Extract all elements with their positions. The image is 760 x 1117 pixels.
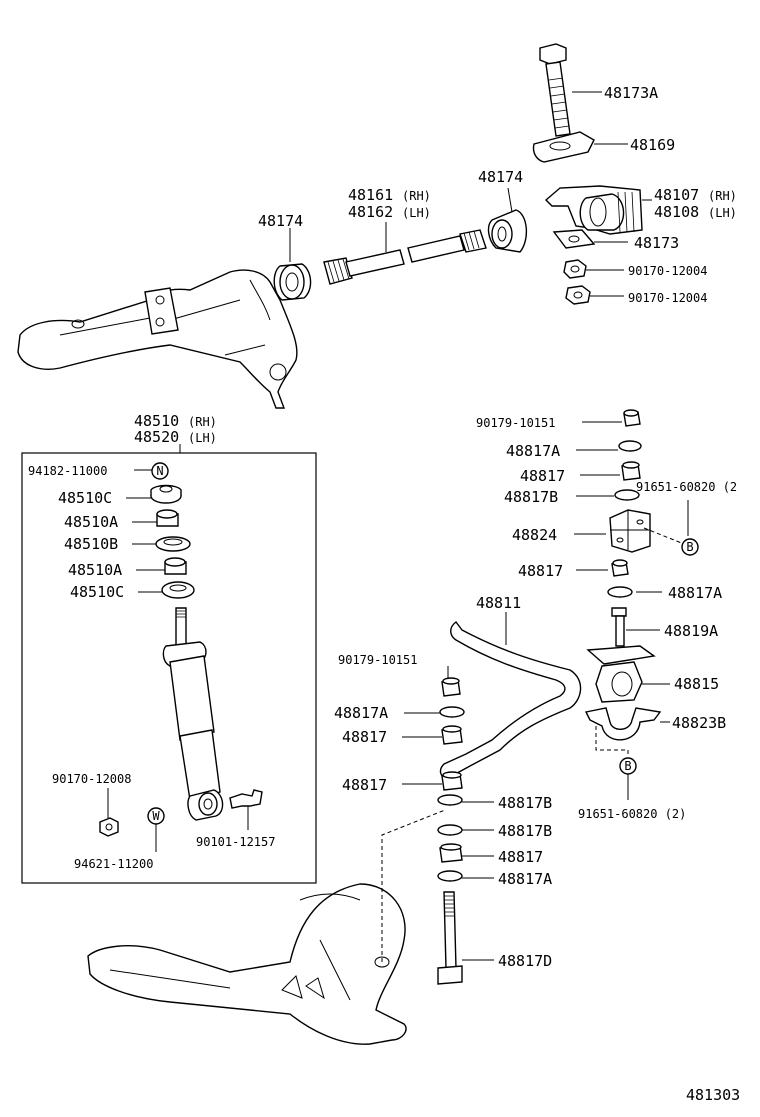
label-48174-right: 48174 xyxy=(478,168,523,186)
label-48510C-b: 48510C xyxy=(70,583,124,601)
label-48824: 48824 xyxy=(512,526,557,544)
cam-48169 xyxy=(532,131,628,163)
callout-labels: 48173A 48169 48174 48107 (RH) 48108 (LH)… xyxy=(28,84,740,1104)
label-48817-a: 48817 xyxy=(520,467,565,485)
label-91651-60820-b: 91651-60820 (2) xyxy=(578,807,686,821)
label-94182-11000: 94182-11000 xyxy=(28,464,107,478)
label-48817-d: 48817 xyxy=(342,776,387,794)
label-48174-left: 48174 xyxy=(258,212,303,230)
plate-48173 xyxy=(552,229,628,249)
label-48161: 48161 xyxy=(348,186,393,204)
bracket-48107 xyxy=(544,185,652,235)
shock-absorber-group-box xyxy=(21,452,317,884)
label-48817D: 48817D xyxy=(498,952,552,970)
label-48815: 48815 xyxy=(674,675,719,693)
label-90179-10151-a: 90179-10151 xyxy=(476,416,555,430)
label-48162: 48162 xyxy=(348,203,393,221)
upper-control-arm xyxy=(17,269,298,409)
label-90170-12004-b: 90170-12004 xyxy=(628,291,707,305)
label-48817B-c: 48817B xyxy=(498,822,552,840)
label-48811: 48811 xyxy=(476,594,521,612)
label-48823B: 48823B xyxy=(672,714,726,732)
label-48817A-c: 48817A xyxy=(334,704,388,722)
label-48520-side: (LH) xyxy=(188,431,217,445)
shaft-48161 xyxy=(323,222,487,285)
label-48510-side: (RH) xyxy=(188,415,217,429)
label-48817-b: 48817 xyxy=(518,562,563,580)
label-48817B-b: 48817B xyxy=(498,794,552,812)
label-48817A-d: 48817A xyxy=(498,870,552,888)
label-90179-10151-b: 90179-10151 xyxy=(338,653,417,667)
link-stack-upper: B B xyxy=(574,409,699,800)
label-48510A-b: 48510A xyxy=(68,561,122,579)
link-stack-lower xyxy=(402,666,494,985)
label-48817B-a: 48817B xyxy=(504,488,558,506)
bushing-48174-right xyxy=(487,187,527,253)
label-48173A: 48173A xyxy=(604,84,658,102)
label-48108-side: (LH) xyxy=(708,206,737,220)
label-48173: 48173 xyxy=(634,234,679,252)
label-48107-side: (RH) xyxy=(708,189,737,203)
marker-W: W xyxy=(152,809,160,823)
label-91651-60820-a: 91651-60820 (2 xyxy=(636,480,737,494)
lower-control-arm xyxy=(87,809,446,1045)
label-90170-12004-a: 90170-12004 xyxy=(628,264,707,278)
label-48161-side: (RH) xyxy=(402,189,431,203)
label-90170-12008: 90170-12008 xyxy=(52,772,131,786)
label-48510: 48510 xyxy=(134,412,179,430)
label-48520: 48520 xyxy=(134,428,179,446)
marker-B-lower: B xyxy=(624,759,631,773)
marker-N-circle xyxy=(151,462,169,480)
label-48817-e: 48817 xyxy=(498,848,543,866)
label-48108: 48108 xyxy=(654,203,699,221)
label-48169: 48169 xyxy=(630,136,675,154)
stabilizer-bar-48811 xyxy=(439,612,582,779)
bolt-48173A xyxy=(539,43,602,137)
label-48510C-a: 48510C xyxy=(58,489,112,507)
label-48107: 48107 xyxy=(654,186,699,204)
marker-B-upper: B xyxy=(686,540,693,554)
marker-N: N xyxy=(156,464,163,478)
nut-90170-12004-b xyxy=(565,285,624,305)
label-48162-side: (LH) xyxy=(402,206,431,220)
label-48510B: 48510B xyxy=(64,535,118,553)
label-48817A-a: 48817A xyxy=(506,442,560,460)
label-48817-c: 48817 xyxy=(342,728,387,746)
label-48510A-a: 48510A xyxy=(64,513,118,531)
shock-absorber: N xyxy=(99,462,263,852)
label-48819A: 48819A xyxy=(664,622,718,640)
label-94621-11200: 94621-11200 xyxy=(74,857,153,871)
nut-90170-12004-a xyxy=(563,259,624,279)
label-48817A-b: 48817A xyxy=(668,584,722,602)
bushing-48174-left xyxy=(273,263,312,301)
diagram-id: 481303 xyxy=(686,1086,740,1104)
label-90101-12157: 90101-12157 xyxy=(196,835,275,849)
